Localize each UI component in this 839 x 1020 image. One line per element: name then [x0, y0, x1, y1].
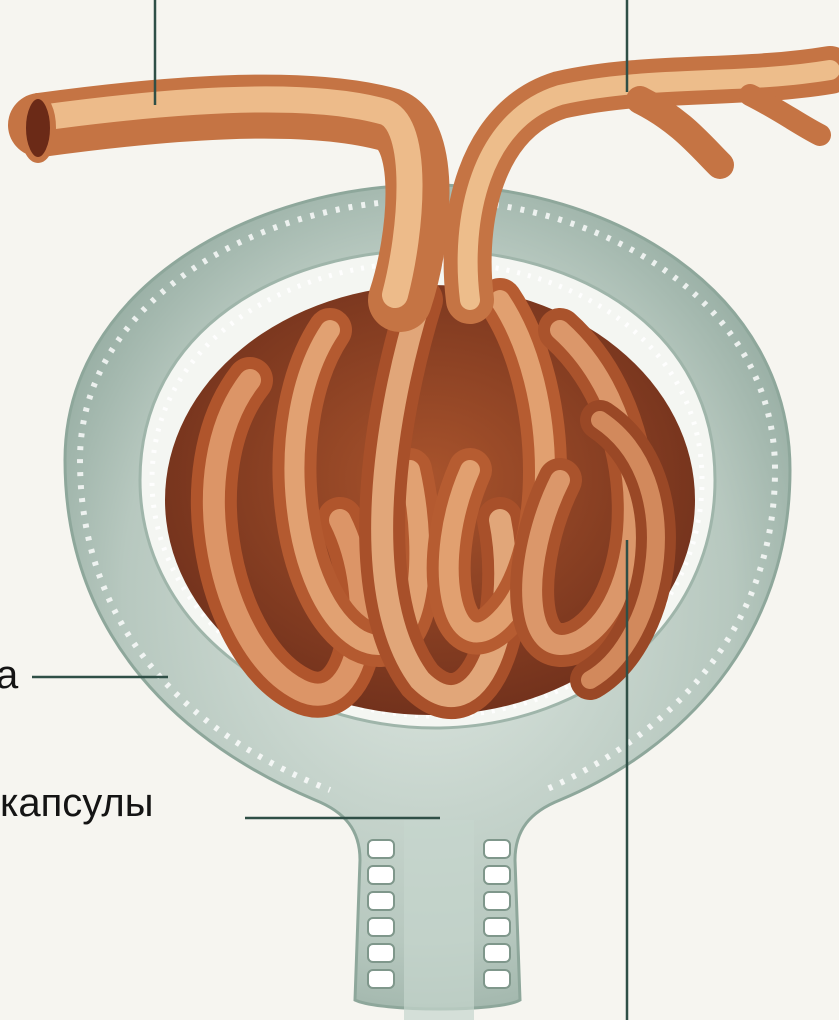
label-outer-wall-partial: а: [0, 655, 18, 695]
arteriole-opening: [23, 96, 53, 160]
label-capsule-cavity-partial: капсулы: [0, 783, 154, 823]
capillary-tuft: [165, 285, 695, 715]
